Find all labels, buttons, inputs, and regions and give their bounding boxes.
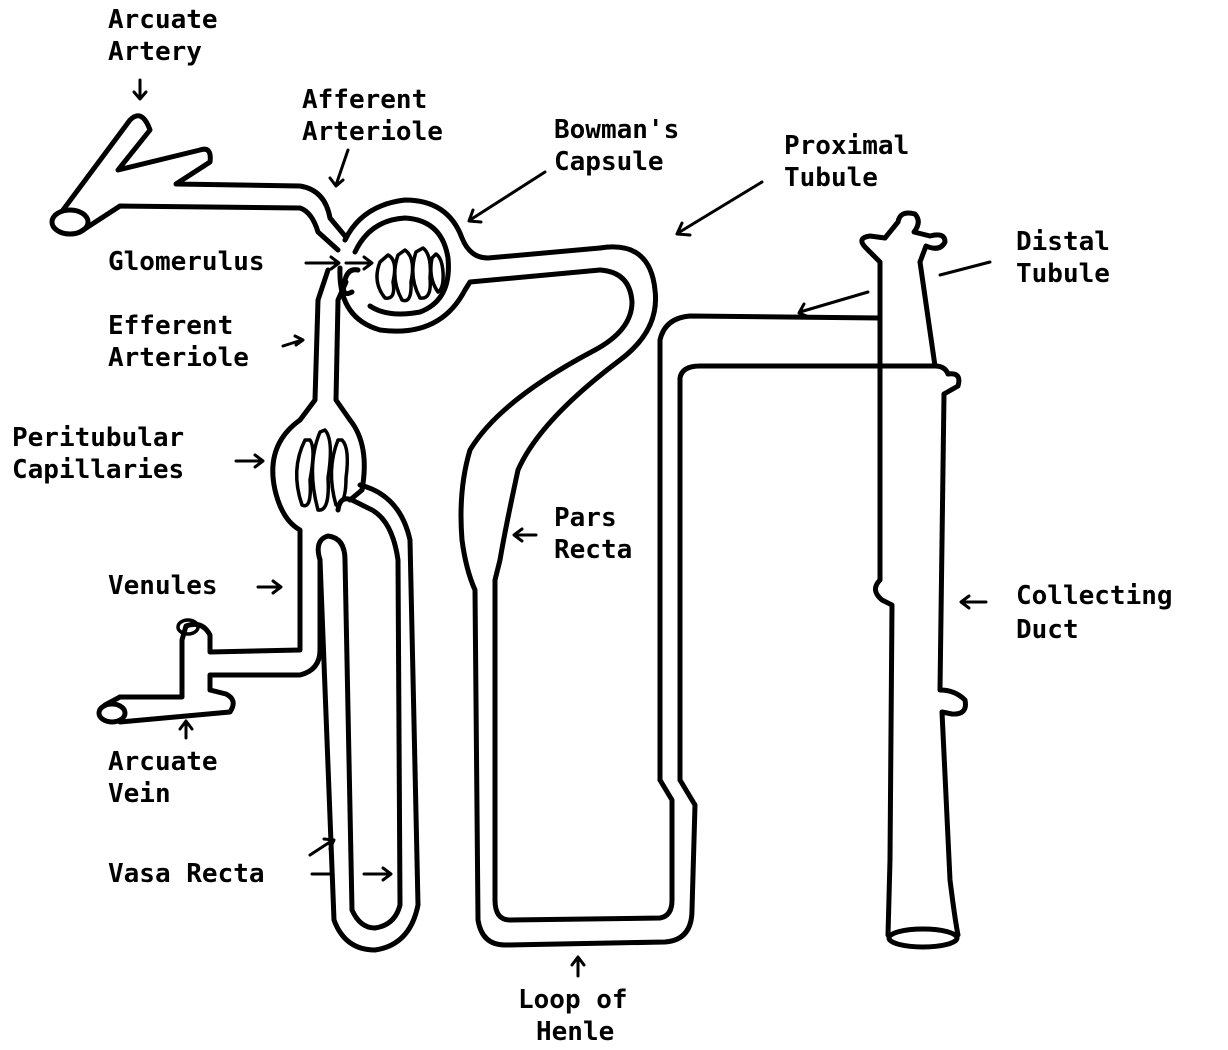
label-line: Vein [108, 779, 171, 809]
label-line: Vasa Recta [108, 859, 265, 889]
label-line: Arteriole [302, 117, 443, 147]
label-afferent-arteriole: Afferent Arteriole [302, 85, 443, 147]
label-line: Loop of [518, 985, 628, 1015]
label-pars-recta: Pars Recta [554, 503, 632, 565]
label-venules: Venules [108, 571, 218, 601]
vasa-recta-vessel [318, 485, 418, 950]
label-line: Arcuate [108, 747, 218, 777]
glomerulus-loops [377, 248, 443, 301]
label-line: Tubule [1016, 259, 1110, 289]
loop-of-henle-ascending [660, 213, 959, 780]
label-line: Pars [554, 503, 617, 533]
label-line: Distal [1016, 227, 1110, 257]
label-line: Afferent [302, 85, 427, 115]
label-line: Tubule [784, 163, 878, 193]
label-efferent-arteriole: Efferent Arteriole [108, 311, 249, 373]
label-line: Peritubular [12, 423, 184, 453]
label-loop-of-henle: Loop of Henle [518, 985, 628, 1047]
label-line: Venules [108, 571, 218, 601]
label-vasa-recta: Vasa Recta [108, 859, 265, 889]
label-line: Recta [554, 535, 632, 565]
label-distal-tubule: Distal Tubule [1016, 227, 1110, 289]
label-line: Capillaries [12, 455, 184, 485]
label-arcuate-vein: Arcuate Vein [108, 747, 218, 809]
label-proximal-tubule: Proximal Tubule [784, 131, 909, 193]
label-line: Proximal [784, 131, 909, 161]
label-line: Arcuate [108, 5, 218, 35]
label-arcuate-artery: Arcuate Artery [108, 5, 218, 67]
label-line: Artery [108, 37, 202, 67]
label-line: Collecting [1016, 581, 1173, 611]
label-line: Henle [536, 1017, 614, 1047]
label-line: Bowman's [554, 115, 679, 145]
label-line: Efferent [108, 311, 233, 341]
label-bowmans-capsule: Bowman's Capsule [554, 115, 679, 177]
label-line: Glomerulus [108, 247, 265, 277]
label-line: Duct [1016, 615, 1079, 645]
label-peritubular-capillaries: Peritubular Capillaries [12, 423, 184, 485]
label-collecting-duct: Collecting Duct [1016, 581, 1173, 645]
label-line: Arteriole [108, 343, 249, 373]
label-glomerulus: Glomerulus [108, 247, 265, 277]
efferent-arteriole-vessel [300, 270, 350, 420]
label-line: Capsule [554, 147, 664, 177]
